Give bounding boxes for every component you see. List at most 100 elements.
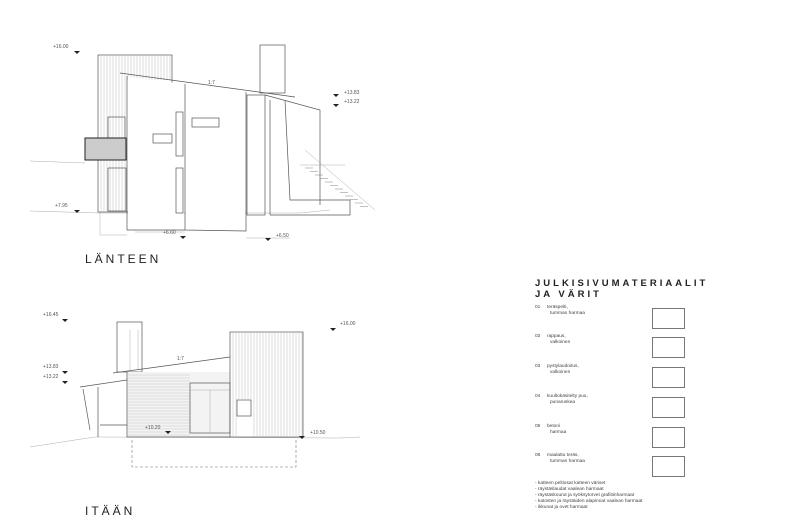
- material-item: 03 pystylaudoitus,valkoinen: [535, 364, 579, 376]
- level-marker-icon: [333, 94, 339, 97]
- main-volume: [119, 72, 296, 232]
- ground-line: [29, 436, 361, 448]
- level-label: +6.60: [163, 230, 176, 236]
- material-notes: - katteen peltiosat katteen väriset - rä…: [535, 481, 642, 511]
- window: [107, 116, 126, 140]
- canopy: [79, 379, 128, 437]
- foundation-outline: [131, 440, 297, 468]
- west-elevation: +16.00 +13.83 +13.22 +7.95 +6.60 +6.50 1…: [29, 44, 376, 241]
- material-swatch: [652, 427, 685, 448]
- material-number: 04: [535, 394, 541, 399]
- level-label: +16.00: [340, 321, 356, 327]
- level-label: +13.22: [344, 99, 360, 105]
- material-name: betoni: [547, 424, 561, 429]
- window: [191, 117, 220, 128]
- main-volume: [112, 356, 231, 438]
- material-swatch: [652, 308, 685, 329]
- door: [107, 167, 127, 212]
- material-item: 02 rappaus,valkoinen: [535, 334, 570, 346]
- level-label: +7.95: [55, 203, 68, 209]
- material-number: 01: [535, 305, 541, 310]
- material-name: pystylaudoitus,: [547, 364, 579, 369]
- material-number: 05: [535, 424, 541, 429]
- material-name: teräspelti,: [547, 305, 568, 310]
- material-text: kuultokäsitelty puu,punaruskea: [547, 394, 588, 406]
- level-label: +16.00: [53, 44, 69, 50]
- terrain-line: [29, 160, 86, 164]
- chimney: [259, 44, 286, 94]
- window: [152, 133, 173, 144]
- level-marker-icon: [62, 381, 68, 384]
- level-label: +13.83: [344, 90, 360, 96]
- roof-slope-label: 1:7: [177, 356, 184, 362]
- canopy: [264, 94, 351, 216]
- note: - katosten ja räystäiden alapinnat vaale…: [535, 499, 643, 504]
- plaster-wall: [128, 77, 184, 229]
- level-marker-icon: [265, 238, 271, 241]
- material-text: maalattu teräs,tumman harmaa: [547, 453, 585, 465]
- chimney-ladder: [129, 330, 139, 370]
- level-marker-icon: [74, 51, 80, 54]
- level-label: +10.20: [145, 425, 161, 431]
- material-number: 02: [535, 334, 541, 339]
- note: - räystäskourut ja syöksytorvet grafiiti…: [535, 493, 635, 498]
- level-marker-icon: [62, 371, 68, 374]
- level-marker-icon: [165, 431, 171, 434]
- level-marker-icon: [180, 236, 186, 239]
- clad-tower: [229, 331, 304, 438]
- level-marker-icon: [299, 436, 305, 439]
- chimney: [116, 321, 143, 373]
- window: [175, 167, 184, 214]
- material-number: 03: [535, 364, 541, 369]
- material-text: teräspelti,tumman harmaa: [547, 305, 585, 317]
- material-text: rappaus,valkoinen: [547, 334, 570, 346]
- note: - ikkunat ja ovet harmaat: [535, 505, 588, 510]
- east-elevation-title: ITÄÄN: [85, 504, 136, 518]
- level-label: +6.50: [276, 233, 289, 239]
- door-frame: [190, 389, 230, 433]
- material-swatch: [652, 367, 685, 388]
- level-marker-icon: [62, 319, 68, 322]
- west-elevation-title: LÄNTEEN: [85, 252, 162, 266]
- level-marker-icon: [74, 210, 80, 213]
- material-text: pystylaudoitus,valkoinen: [547, 364, 579, 376]
- material-name: maalattu teräs,: [547, 453, 579, 458]
- level-marker-icon: [330, 328, 336, 331]
- level-label: +16.45: [43, 312, 59, 318]
- stair-steps: [305, 167, 368, 207]
- east-elevation: +16.45 +13.83 +13.22 +16.00 +10.20 +10.5…: [29, 312, 361, 468]
- level-marker-icon: [333, 104, 339, 107]
- material-color: harmaa: [550, 430, 567, 435]
- material-color: valkoinen: [550, 370, 571, 375]
- material-color: punaruskea: [550, 400, 576, 405]
- material-color: tumman harmaa: [550, 311, 585, 316]
- plaster-wall: [186, 85, 245, 230]
- material-color: valkoinen: [550, 340, 571, 345]
- material-item: 01 teräspelti,tumman harmaa: [535, 305, 585, 317]
- glazed-strip: [246, 94, 266, 216]
- roof-slope-label: 1:7: [208, 80, 215, 86]
- balcony: [84, 137, 127, 161]
- note: - räystäslaudat vaalean harmaat: [535, 487, 604, 492]
- legend-subtitle: JA VÄRIT: [535, 289, 602, 300]
- material-name: rappaus,: [547, 334, 566, 339]
- materials-legend: JULKISIVUMATERIAALIT JA VÄRIT 01 teräspel…: [535, 278, 709, 510]
- vertical-siding: [232, 333, 303, 436]
- stairs: [300, 149, 376, 211]
- main-wall: [127, 372, 230, 437]
- note: - katteen peltiosat katteen väriset: [535, 481, 606, 486]
- level-label: +10.50: [310, 430, 326, 436]
- level-label: +13.22: [43, 374, 59, 380]
- material-name: kuultokäsitelty puu,: [547, 394, 588, 399]
- material-color: tumman harmaa: [550, 459, 585, 464]
- material-swatch: [652, 397, 685, 418]
- level-label: +13.83: [43, 364, 59, 370]
- legend-title: JULKISIVUMATERIAALIT: [535, 278, 709, 289]
- material-swatch: [652, 337, 685, 358]
- material-swatch: [652, 456, 685, 477]
- material-item: 04 kuultokäsitelty puu,punaruskea: [535, 394, 588, 406]
